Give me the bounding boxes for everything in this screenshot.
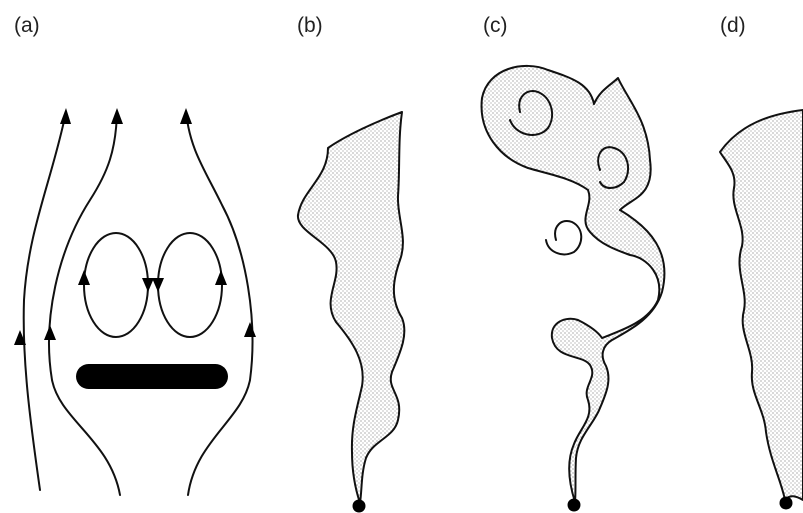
arrowhead-vortex-left-side <box>78 270 90 285</box>
streamline-left-outer <box>24 112 66 490</box>
source-point-b <box>353 500 366 513</box>
streamline-left-inner <box>49 112 120 495</box>
panel-c-plume <box>482 66 665 512</box>
panel-label-c: (c) <box>483 14 508 37</box>
recirculation-vortex-right <box>158 233 222 337</box>
panel-label-a: (a) <box>14 14 40 37</box>
arrowhead-right-mid <box>244 322 256 337</box>
source-point-d <box>780 497 793 510</box>
panel-label-b: (b) <box>297 14 323 37</box>
arrowhead-top-2 <box>111 108 123 124</box>
flat-body <box>76 364 228 389</box>
arrowhead-left-inner-mid <box>44 325 56 340</box>
plume-c-outline <box>482 66 665 502</box>
arrowhead-top-1 <box>60 108 71 124</box>
arrowhead-vortex-right-center <box>152 278 164 292</box>
plume-b-outline <box>298 112 404 503</box>
plume-d-outline <box>720 110 803 500</box>
panel-d-plume <box>720 110 803 510</box>
panel-a-flow-diagram <box>14 108 256 495</box>
panel-label-d: (d) <box>720 14 746 37</box>
recirculation-vortex-left <box>84 233 148 337</box>
arrowhead-vortex-left-center <box>142 278 154 292</box>
source-point-c <box>568 499 581 512</box>
arrowhead-top-3 <box>180 108 192 124</box>
vortex-spiral-middle <box>546 221 581 254</box>
arrowhead-vortex-right-side <box>215 270 227 285</box>
panel-b-plume <box>298 112 404 513</box>
